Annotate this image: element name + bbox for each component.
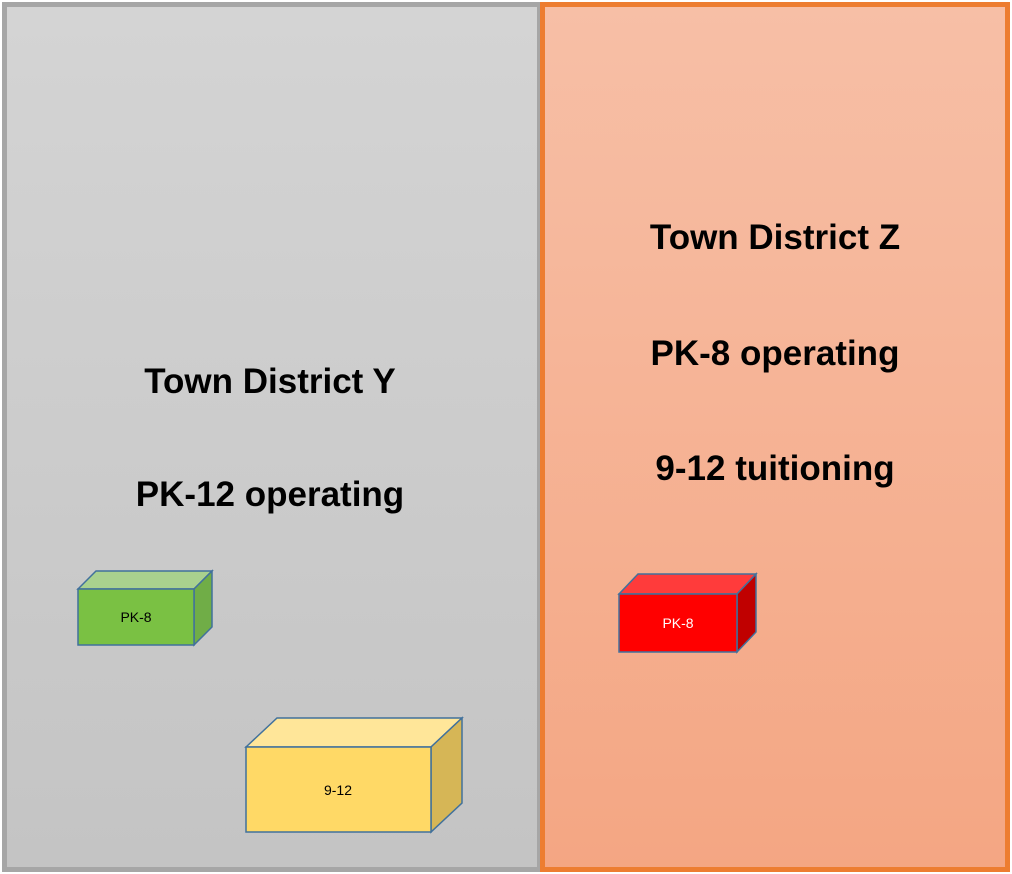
district-y-title: Town District Y (144, 362, 396, 401)
district-z-pk8-school-box: PK-8 (617, 572, 758, 654)
district-y-description: PK-12 operating (135, 475, 405, 514)
district-y-pk8-school-box: PK-8 (76, 569, 214, 647)
district-z-description-line1: PK-8 operating (650, 334, 900, 373)
district-y-912-label: 9-12 (324, 782, 352, 798)
district-y-pk8-label: PK-8 (120, 609, 151, 625)
district-z-pk8-label: PK-8 (662, 615, 693, 631)
district-z-title: Town District Z (649, 218, 901, 257)
district-z-region (540, 2, 1010, 872)
district-z-description-line2: 9-12 tuitioning (655, 449, 895, 488)
district-y-912-school-box: 9-12 (244, 716, 464, 834)
